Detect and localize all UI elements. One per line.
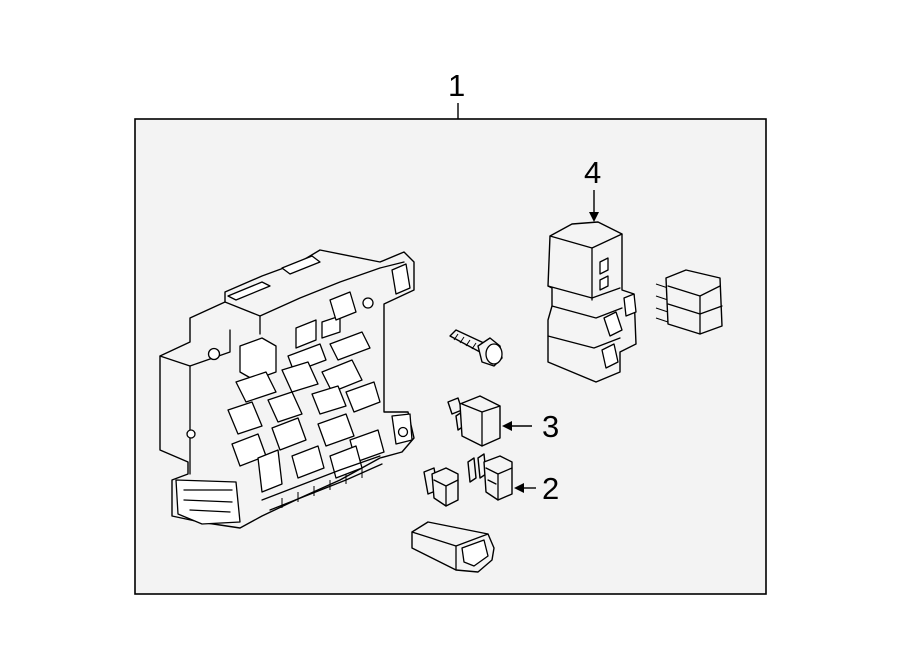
callout-3-leader: [502, 421, 532, 431]
fuse-puller: [411, 521, 495, 573]
callout-3-label: 3: [542, 409, 560, 444]
callout-4-label: 4: [584, 155, 602, 190]
relay-block-4: [547, 221, 637, 383]
callout-2-leader: [514, 483, 536, 493]
fuse-block-housing: [159, 249, 415, 529]
callout-1-label: 1: [448, 68, 466, 103]
relay-3: [447, 395, 501, 447]
callout-4-leader: [589, 190, 599, 222]
small-fuse: [423, 467, 459, 507]
fuse-2: [467, 453, 513, 501]
relay-small: [655, 269, 723, 335]
callout-2-label: 2: [542, 471, 560, 506]
mounting-bolt: [449, 329, 503, 367]
